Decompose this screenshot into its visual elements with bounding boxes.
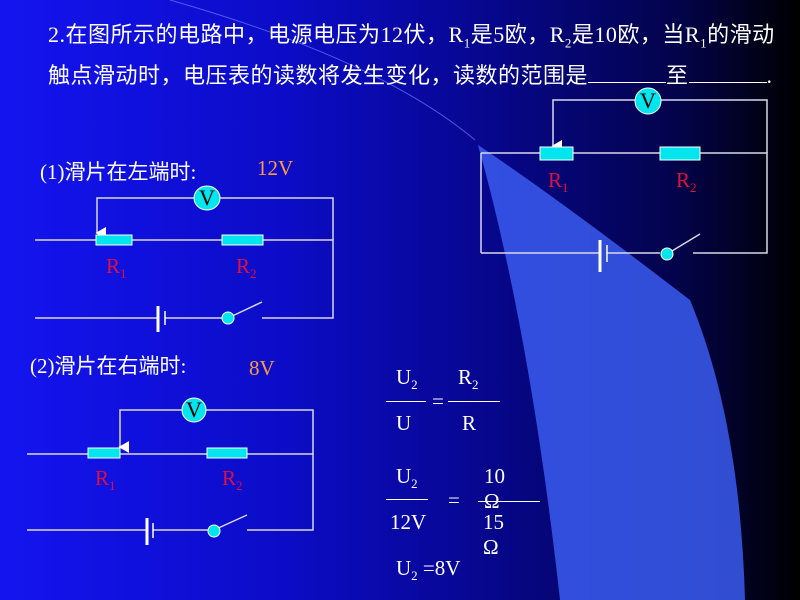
case2-value: 8V (249, 356, 275, 380)
voltmeter-label: V (186, 397, 202, 422)
answer-blank-1[interactable] (588, 60, 667, 84)
voltmeter-label: V (640, 88, 656, 113)
r2-label: R2 (676, 168, 697, 196)
r1-label: R1 (548, 168, 569, 196)
r2-label: R2 (236, 254, 257, 282)
r1-label: R1 (95, 466, 116, 494)
formula-result: U2 =8V (396, 556, 461, 584)
switch-contact (660, 247, 674, 261)
question-text: 2.在图所示的电路中，电源电压为12伏，R1是5欧，R2是10欧，当R1的滑动触… (48, 22, 775, 89)
circuit-main (480, 99, 768, 272)
r2-label: R2 (222, 466, 243, 494)
voltmeter-label: V (199, 185, 215, 210)
case1-label: (1)滑片在左端时: (40, 160, 197, 184)
resistor-r2 (659, 146, 701, 161)
answer-blank-2[interactable] (688, 60, 767, 84)
r1-label: R1 (106, 254, 127, 282)
resistor-r1 (539, 146, 574, 161)
case2-label: (2)滑片在右端时: (30, 354, 187, 378)
voltmeter (634, 87, 662, 115)
case1-value: 12V (257, 156, 294, 180)
